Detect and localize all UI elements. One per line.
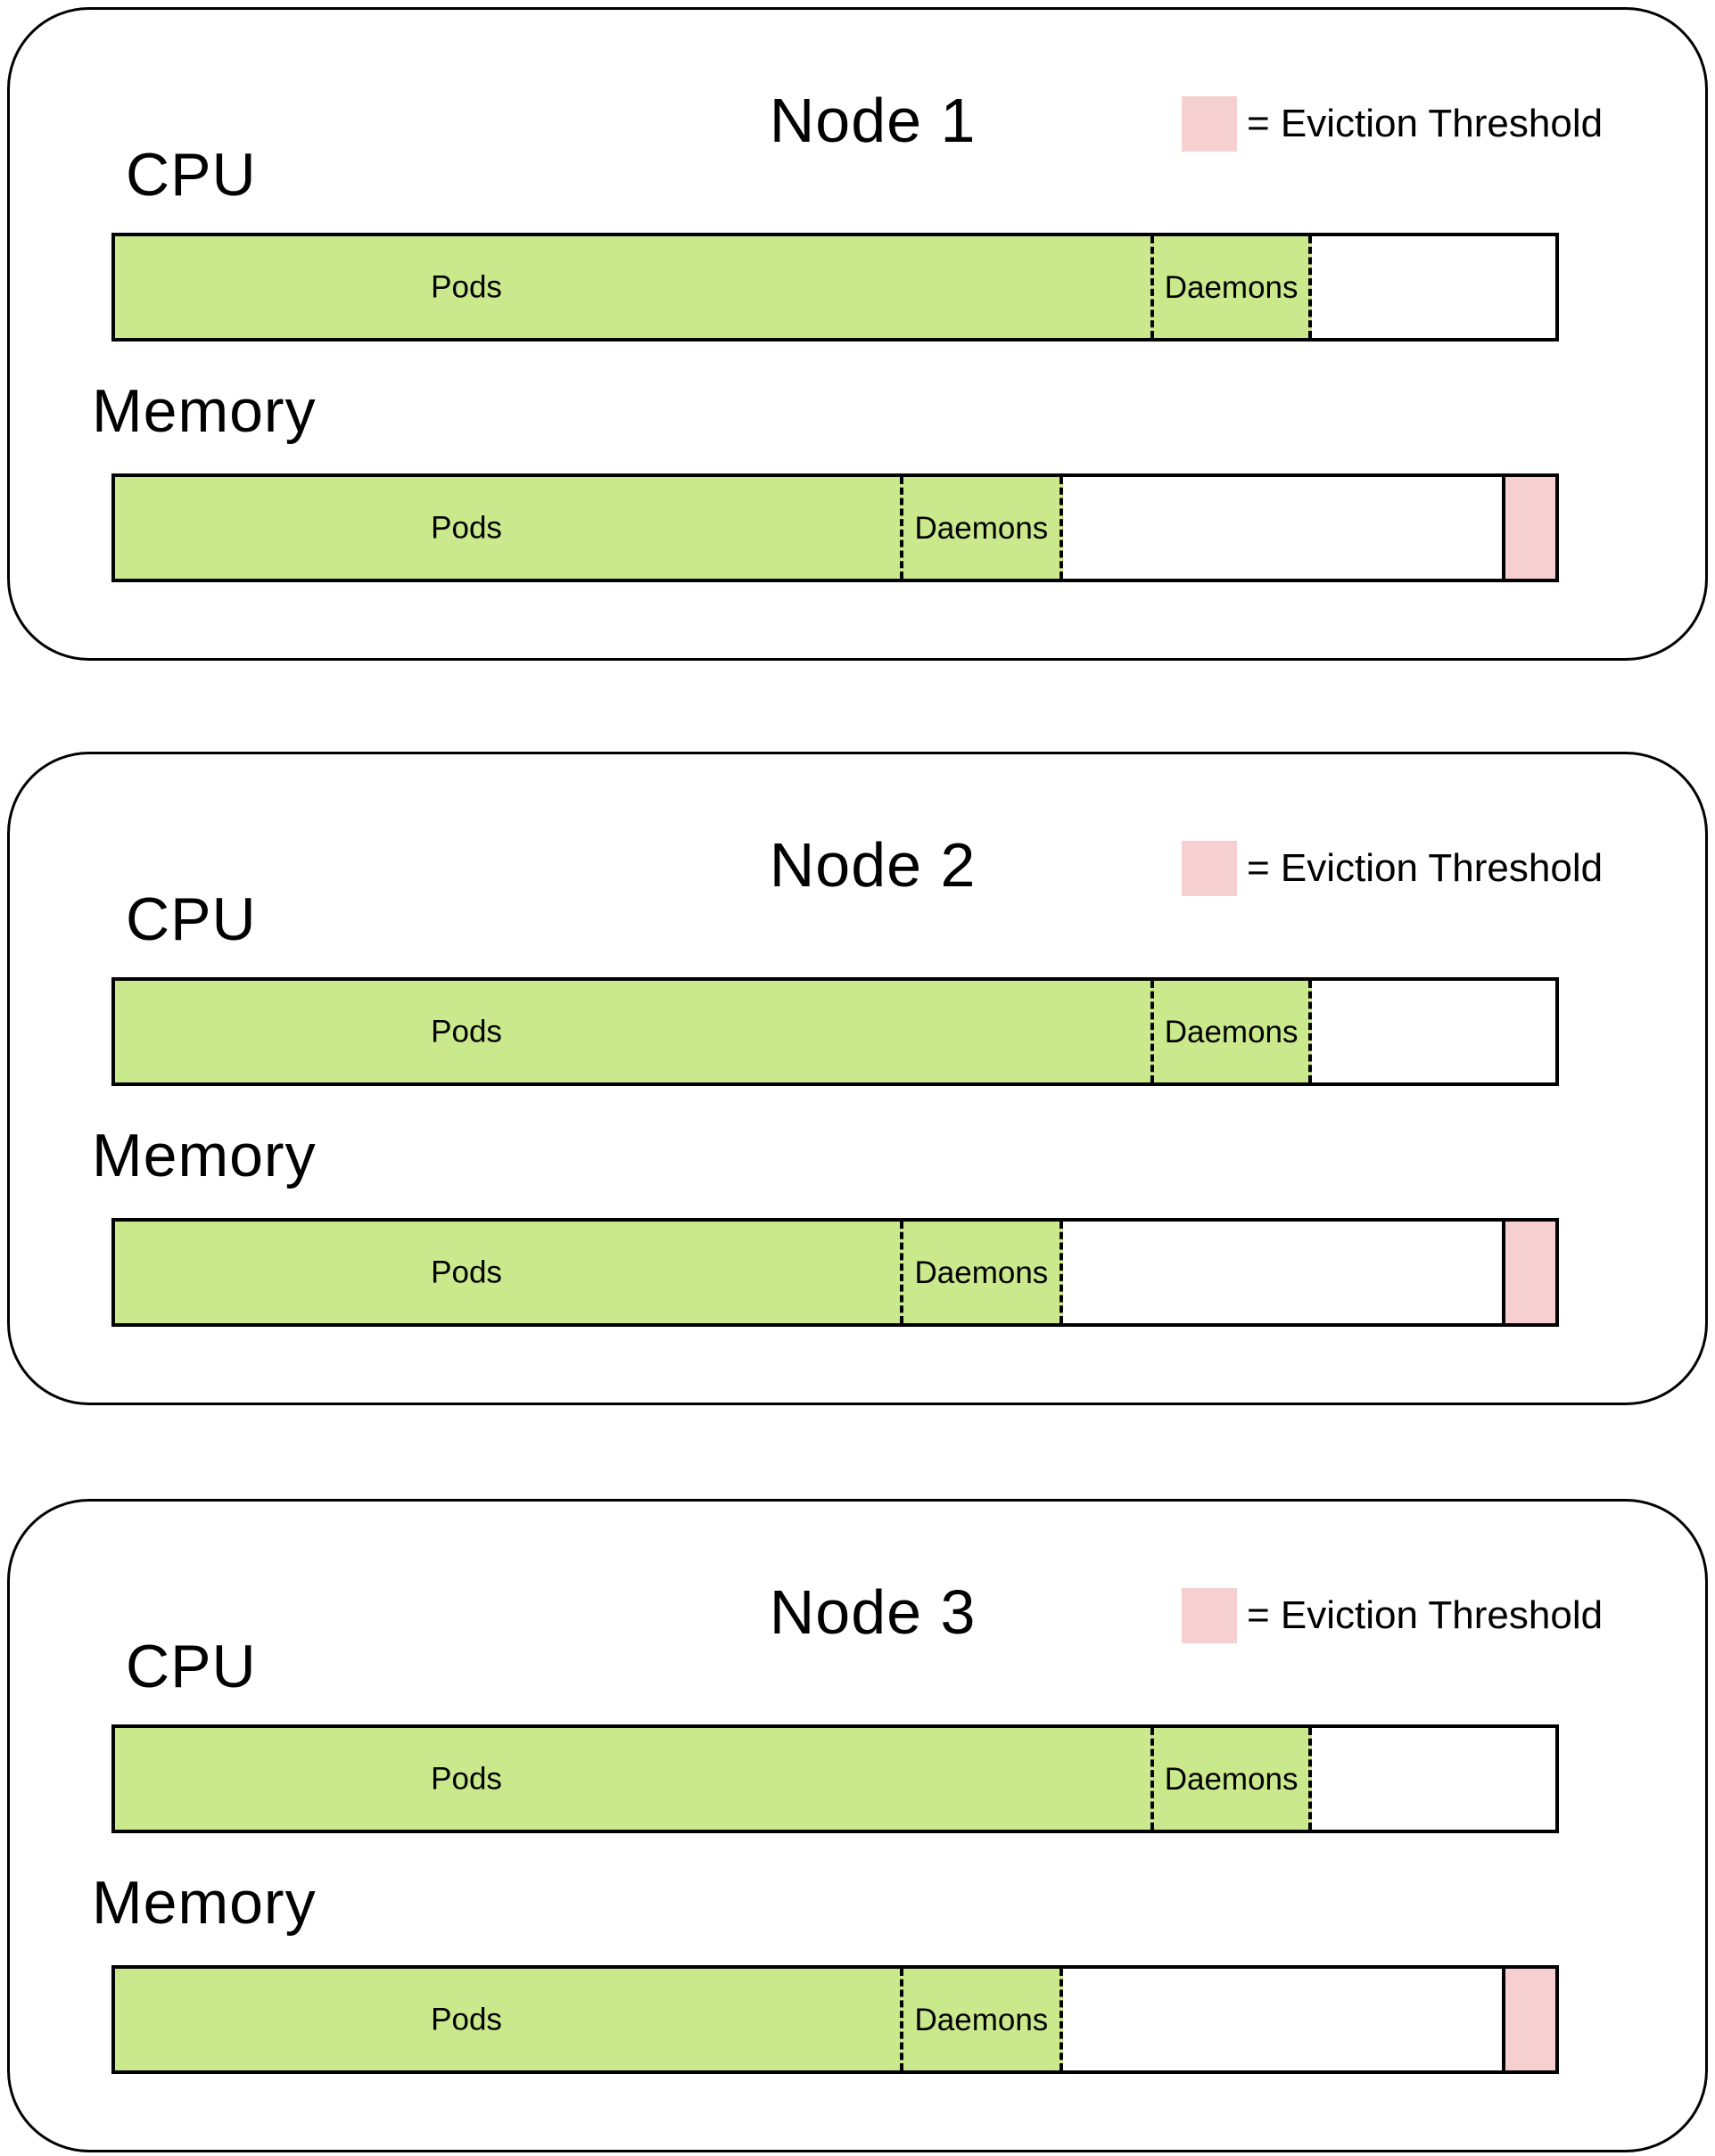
- cpu-usage-bar: Daemons Pods: [111, 233, 1559, 342]
- cpu-daemons-segment: Daemons: [1150, 236, 1313, 338]
- node-panel: Node 1 = Eviction Threshold CPU Daemons …: [7, 7, 1708, 661]
- cpu-pods-segment: [115, 981, 1151, 1082]
- eviction-threshold-label: = Eviction Threshold: [1247, 846, 1604, 890]
- memory-free-segment: [1062, 477, 1503, 579]
- memory-daemons-label: Daemons: [914, 2002, 1049, 2037]
- node-title: Node 1: [769, 86, 977, 155]
- memory-label: Memory: [92, 1122, 317, 1189]
- cpu-pods-segment: [115, 236, 1151, 338]
- eviction-threshold-swatch-icon: [1182, 841, 1237, 896]
- cpu-daemons-segment: Daemons: [1150, 1728, 1313, 1830]
- cpu-daemons-label: Daemons: [1164, 269, 1299, 305]
- memory-usage-bar: Daemons Pods: [111, 1965, 1559, 2074]
- cpu-pods-segment: [115, 1728, 1151, 1830]
- cpu-free-segment: [1312, 1728, 1555, 1830]
- memory-pods-label: Pods: [431, 510, 502, 546]
- eviction-threshold-legend: = Eviction Threshold: [1182, 96, 1603, 152]
- memory-daemons-segment: Daemons: [900, 1969, 1063, 2070]
- eviction-threshold-legend: = Eviction Threshold: [1182, 841, 1603, 896]
- node-title: Node 3: [769, 1577, 977, 1647]
- memory-pods-segment: [115, 1222, 901, 1323]
- cpu-pods-label: Pods: [431, 269, 502, 305]
- cpu-daemons-label: Daemons: [1164, 1014, 1299, 1049]
- eviction-threshold-label: = Eviction Threshold: [1247, 1593, 1604, 1637]
- node-panel: Node 2 = Eviction Threshold CPU Daemons …: [7, 752, 1708, 1405]
- memory-usage-bar: Daemons Pods: [111, 473, 1559, 582]
- memory-label: Memory: [92, 377, 317, 445]
- memory-pods-label: Pods: [431, 2002, 502, 2037]
- cpu-pods-label: Pods: [431, 1761, 502, 1797]
- memory-label: Memory: [92, 1869, 317, 1937]
- node-title: Node 2: [769, 830, 977, 900]
- memory-eviction-threshold-segment: [1502, 1969, 1555, 2070]
- memory-daemons-label: Daemons: [914, 1255, 1049, 1290]
- memory-daemons-segment: Daemons: [900, 1222, 1063, 1323]
- cpu-daemons-label: Daemons: [1164, 1761, 1299, 1797]
- cpu-label: CPU: [126, 141, 257, 209]
- memory-eviction-threshold-segment: [1502, 477, 1555, 579]
- memory-pods-segment: [115, 1969, 901, 2070]
- node-panel: Node 3 = Eviction Threshold CPU Daemons …: [7, 1499, 1708, 2152]
- memory-usage-bar: Daemons Pods: [111, 1218, 1559, 1327]
- eviction-threshold-label: = Eviction Threshold: [1247, 102, 1604, 145]
- cpu-usage-bar: Daemons Pods: [111, 977, 1559, 1086]
- cpu-label: CPU: [126, 885, 257, 953]
- cpu-free-segment: [1312, 981, 1555, 1082]
- cpu-usage-bar: Daemons Pods: [111, 1724, 1559, 1833]
- eviction-threshold-swatch-icon: [1182, 96, 1237, 152]
- memory-daemons-label: Daemons: [914, 510, 1049, 546]
- eviction-threshold-swatch-icon: [1182, 1588, 1237, 1643]
- memory-free-segment: [1062, 1969, 1503, 2070]
- eviction-threshold-legend: = Eviction Threshold: [1182, 1588, 1603, 1643]
- cpu-free-segment: [1312, 236, 1555, 338]
- cpu-daemons-segment: Daemons: [1150, 981, 1313, 1082]
- memory-free-segment: [1062, 1222, 1503, 1323]
- cpu-label: CPU: [126, 1633, 257, 1700]
- memory-eviction-threshold-segment: [1502, 1222, 1555, 1323]
- memory-daemons-segment: Daemons: [900, 477, 1063, 579]
- memory-pods-label: Pods: [431, 1255, 502, 1290]
- memory-pods-segment: [115, 477, 901, 579]
- cpu-pods-label: Pods: [431, 1014, 502, 1049]
